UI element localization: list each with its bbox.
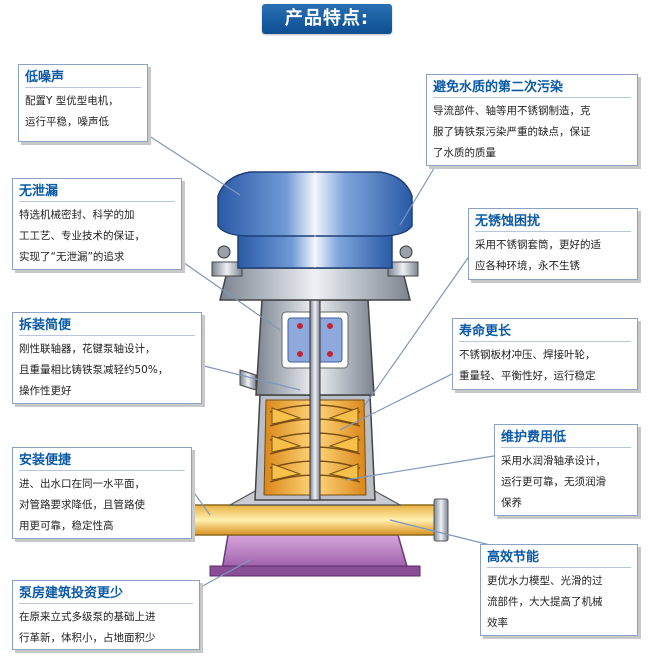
callout-line: 实现了“无泄漏”的追求 [19, 251, 125, 263]
callout-heading: 寿命更长 [459, 323, 631, 342]
callout-line: 效率 [487, 617, 508, 629]
callout-long-life: 寿命更长 不锈钢板材冲压、焊接叶轮， 重量轻、平衡性好，运行稳定 [452, 318, 638, 390]
callout-line: 运行平稳，噪声低 [25, 116, 109, 128]
leader-lines [139, 129, 501, 616]
callout-body: 采用不锈钢套筒，更好的适 应各种环境，永不生锈 [475, 235, 631, 277]
callout-line: 特选机械密封、科学的加 [19, 209, 135, 221]
callout-line: 在原来立式多级泵的基础上进 [19, 611, 156, 623]
callout-heading: 拆装简便 [19, 317, 195, 336]
callout-line: 刚性联轴器，花键泵轴设计， [19, 343, 156, 355]
callout-easy-disassembly: 拆装简便 刚性联轴器，花键泵轴设计， 且重量相比铸铁泵减轻约50%， 操作性更好 [12, 312, 202, 404]
callout-heading: 无锈蚀困扰 [475, 213, 631, 232]
motor [217, 171, 413, 269]
callout-line: 服了铸铁泵污染严重的缺点，保证 [433, 126, 591, 138]
callout-no-corrosion: 无锈蚀困扰 采用不锈钢套筒，更好的适 应各种环境，永不生锈 [468, 208, 638, 280]
callout-line: 更优水力模型、光滑的过 [487, 575, 603, 587]
callout-line: 重量轻、平衡性好，运行稳定 [459, 370, 596, 382]
page-title: 产品特点: [284, 8, 370, 29]
callout-line: 导流部件、轴等用不锈钢制造，克 [433, 105, 591, 117]
callout-less-investment: 泵房建筑投资更少 在原来立式多级泵的基础上进 行革新，体积小，占地面积少 [12, 580, 200, 650]
callout-low-maintenance: 维护费用低 采用水润滑轴承设计， 运行更可靠，无须润滑 保养 [494, 424, 638, 516]
callout-body: 导流部件、轴等用不锈钢制造，克 服了铸铁泵污染严重的缺点，保证 了水质的质量 [433, 101, 631, 164]
callout-heading: 避免水质的第二次污染 [433, 79, 631, 98]
callout-line: 不锈钢板材冲压、焊接叶轮， [459, 349, 596, 361]
callout-easy-install: 安装便捷 进、出水口在同一水平面， 对管路要求降低，且管路使 用更可靠，稳定性高 [12, 447, 192, 539]
callout-energy-saving: 高效节能 更优水力模型、光滑的过 流部件，大大提高了机械 效率 [480, 544, 638, 636]
motor-flange [211, 245, 419, 301]
callout-low-noise: 低噪声 配置Y 型优型电机， 运行平稳，噪声低 [18, 64, 148, 142]
callout-heading: 低噪声 [25, 69, 141, 88]
callout-no-pollution: 避免水质的第二次污染 导流部件、轴等用不锈钢制造，克 服了铸铁泵污染严重的缺点，… [426, 74, 638, 166]
callout-line: 操作性更好 [19, 385, 72, 397]
callout-heading: 安装便捷 [19, 452, 185, 471]
callout-line: 流部件，大大提高了机械 [487, 596, 603, 608]
callout-line: 用更可靠，稳定性高 [19, 520, 114, 532]
callout-line: 配置Y 型优型电机， [25, 95, 119, 107]
callout-line: 采用水润滑轴承设计， [501, 455, 606, 467]
callout-body: 在原来立式多级泵的基础上进 行革新，体积小，占地面积少 [19, 607, 193, 649]
callout-line: 了水质的质量 [433, 147, 496, 159]
callout-line: 行革新，体积小，占地面积少 [19, 632, 156, 644]
callout-body: 刚性联轴器，花键泵轴设计， 且重量相比铸铁泵减轻约50%， 操作性更好 [19, 339, 195, 402]
callout-heading: 高效节能 [487, 549, 631, 568]
callout-line: 工工艺、专业技术的保证， [19, 230, 145, 242]
callout-heading: 泵房建筑投资更少 [19, 585, 193, 604]
callout-body: 采用水润滑轴承设计， 运行更可靠，无须润滑 保养 [501, 451, 631, 514]
coupling-housing [239, 299, 375, 396]
callout-no-leak: 无泄漏 特选机械密封、科学的加 工工艺、专业技术的保证， 实现了“无泄漏”的追求 [12, 178, 182, 270]
callout-body: 特选机械密封、科学的加 工工艺、专业技术的保证， 实现了“无泄漏”的追求 [19, 205, 175, 268]
callout-line: 采用不锈钢套筒，更好的适 [475, 239, 601, 251]
callout-line: 保养 [501, 497, 522, 509]
callout-body: 配置Y 型优型电机， 运行平稳，噪声低 [25, 91, 141, 133]
title-banner: 产品特点: [262, 4, 392, 34]
callout-line: 进、出水口在同一水平面， [19, 478, 145, 490]
callout-body: 进、出水口在同一水平面， 对管路要求降低，且管路使 用更可靠，稳定性高 [19, 474, 185, 537]
callout-body: 不锈钢板材冲压、焊接叶轮， 重量轻、平衡性好，运行稳定 [459, 345, 631, 387]
callout-line: 对管路要求降低，且管路使 [19, 499, 145, 511]
callout-line: 应各种环境，永不生锈 [475, 260, 580, 272]
callout-heading: 无泄漏 [19, 183, 175, 202]
callout-heading: 维护费用低 [501, 429, 631, 448]
callout-line: 运行更可靠，无须润滑 [501, 476, 606, 488]
pump-shaft [309, 299, 321, 501]
pump-base [209, 534, 421, 577]
callout-line: 且重量相比铸铁泵减轻约50%， [19, 364, 169, 376]
callout-body: 更优水力模型、光滑的过 流部件，大大提高了机械 效率 [487, 571, 631, 634]
